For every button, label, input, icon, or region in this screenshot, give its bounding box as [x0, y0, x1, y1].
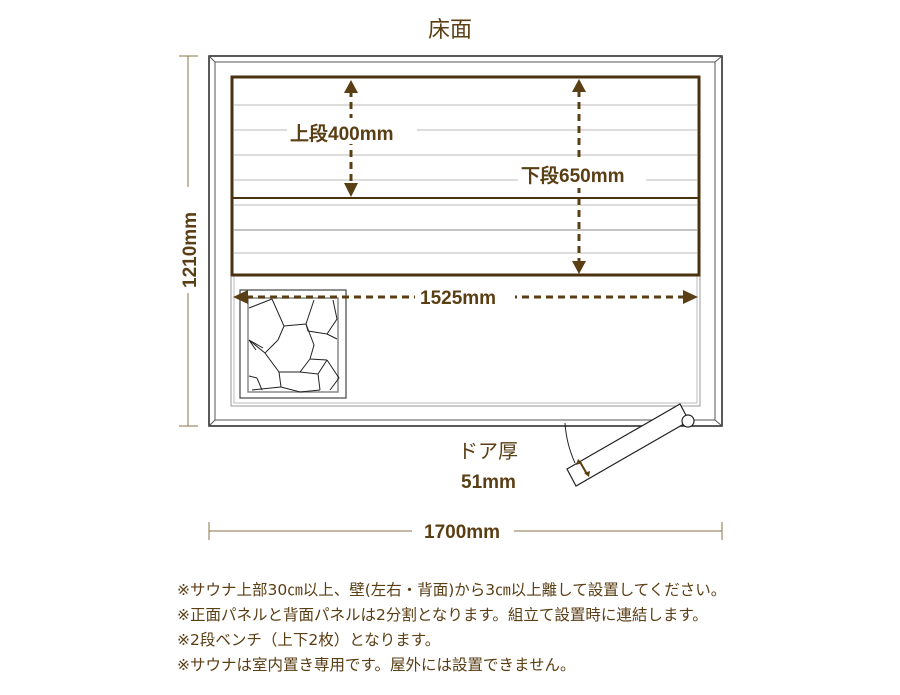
- width-label: 1700mm: [424, 522, 500, 543]
- bench-width-dimension: 1525mm: [233, 285, 698, 309]
- bench-width-label: 1525mm: [420, 288, 496, 309]
- note-item: ※2段ベンチ（上下2枚）となります。: [177, 631, 441, 649]
- door-label: ドア厚: [458, 439, 518, 463]
- stove-icon: [239, 289, 347, 399]
- floor-plan-diagram: 上段400mm 下段650mm 1525mm 1210mm 1700mm ドア厚…: [179, 55, 723, 543]
- notes-list: ※サウナ上部30㎝以上、壁(左右・背面)から3㎝以上離して設置してください。 ※…: [177, 578, 726, 678]
- width-dimension: 1700mm: [208, 522, 723, 543]
- lower-bench-dimension: 下段650mm: [518, 79, 646, 274]
- note-item: ※正面パネルと背面パネルは2分割となります。組立て設置時に連結します。: [177, 606, 708, 624]
- door-thickness-label: 51mm: [461, 472, 516, 493]
- upper-bench-dimension: 上段400mm: [287, 80, 417, 197]
- upper-bench-label: 上段400mm: [290, 122, 394, 145]
- note-item: ※サウナ上部30㎝以上、壁(左右・背面)から3㎝以上離して設置してください。: [177, 581, 727, 599]
- lower-bench-label: 下段650mm: [521, 164, 625, 187]
- outer-wall: [208, 55, 723, 427]
- depth-dimension: 1210mm: [179, 55, 201, 427]
- door-icon: [564, 403, 695, 487]
- note-item: ※サウナは室内置き専用です。屋外には設置できません。: [177, 656, 576, 674]
- depth-label: 1210mm: [180, 212, 201, 288]
- page-title: 床面: [427, 18, 472, 43]
